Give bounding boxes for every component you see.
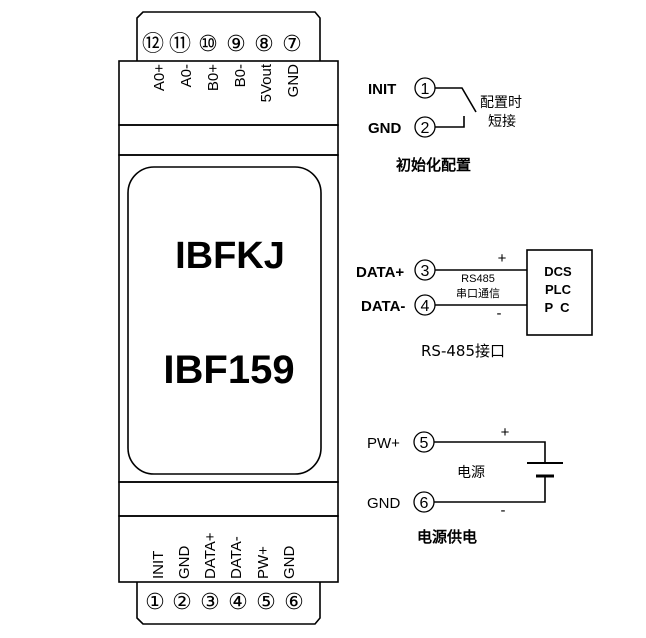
terminal-9: ⑨ (226, 31, 246, 56)
model-number: IBF159 (163, 348, 294, 392)
gnd-pin-label-init: GND (368, 120, 402, 137)
top-terminal-numbers: ⑫ ⑪ ⑩ ⑨ ⑧ ⑦ (142, 31, 302, 56)
pin-label-gnd-6: GND (281, 546, 298, 580)
front-face (127, 166, 322, 475)
pin-label-data-plus: DATA+ (202, 532, 219, 579)
init-config-section: INIT 1 GND 2 配置时 短接 初始化配置 (368, 77, 522, 174)
pin-label-a0-plus: A0+ (151, 64, 168, 91)
host-device-box (526, 249, 593, 336)
terminal-8: ⑧ (254, 31, 274, 56)
rs485-caption: RS-485接口 (421, 342, 505, 360)
bottom-rail-band (118, 481, 339, 517)
switch-contact (435, 116, 465, 128)
rs485-section: DATA+ 3 DATA- 4 + - RS485 串口通信 DCS PLC P… (356, 249, 593, 360)
terminal-5: ⑤ (256, 589, 276, 614)
bottom-terminal-numbers: ① ② ③ ④ ⑤ ⑥ (145, 589, 304, 614)
pin-label-pw-plus: PW+ (255, 546, 272, 579)
host-device-dcs: DCS (544, 264, 572, 279)
pin-2-number: 2 (421, 120, 430, 137)
pin-label-5vout: 5Vout (258, 63, 275, 102)
power-positive-wire (434, 441, 546, 463)
terminal-2: ② (172, 589, 192, 614)
terminal-12: ⑫ (142, 31, 164, 56)
power-plus-sign: + (501, 424, 510, 441)
pin-1-number: 1 (421, 81, 430, 98)
pin-label-b0-plus: B0+ (205, 64, 222, 91)
top-terminal-block (136, 11, 321, 61)
gnd-pin-label-power: GND (367, 495, 401, 512)
brand-logo-text: IBFKJ (175, 235, 285, 277)
rs485-wire-label-line1: RS485 (461, 273, 495, 285)
bottom-label-panel (118, 515, 339, 583)
power-source-label: 电源 (457, 465, 485, 481)
terminal-3: ③ (200, 589, 220, 614)
power-caption: 电源供电 (417, 528, 477, 546)
config-note-line2: 短接 (488, 113, 516, 130)
init-config-caption: 初始化配置 (396, 156, 471, 174)
pin-6-number: 6 (420, 495, 429, 512)
power-minus-sign: - (501, 502, 506, 519)
power-section: PW+ 5 GND 6 + - 电源 电源供电 (367, 424, 563, 546)
rs485-wire-label-line2: 串口通信 (456, 287, 500, 300)
rs485-minus-sign: - (497, 305, 502, 322)
config-note-line1: 配置时 (480, 95, 522, 111)
pin-3-number: 3 (421, 263, 430, 280)
pin-5-number: 5 (420, 435, 429, 452)
terminal-7: ⑦ (282, 31, 302, 56)
pin-label-init: INIT (150, 551, 167, 579)
pin-label-data-minus: DATA- (228, 536, 245, 579)
terminal-1: ① (145, 589, 165, 614)
init-pin-label: INIT (368, 81, 396, 98)
terminal-4: ④ (228, 589, 248, 614)
power-negative-wire (434, 476, 546, 503)
terminal-6: ⑥ (284, 589, 304, 614)
bottom-pin-labels: INIT GND DATA+ DATA- PW+ GND (150, 532, 298, 579)
terminal-11: ⑪ (169, 31, 191, 56)
pin-label-gnd-2: GND (176, 546, 193, 580)
pin-label-a0-minus: A0- (178, 64, 195, 87)
pin-4-number: 4 (421, 298, 430, 315)
host-device-plc: PLC (545, 282, 572, 297)
data-minus-label: DATA- (361, 298, 405, 315)
pin-label-b0-minus: B0- (232, 64, 249, 87)
rs485-plus-sign: + (498, 250, 507, 267)
data-plus-label: DATA+ (356, 264, 404, 281)
pin-label-gnd-7: GND (285, 64, 302, 98)
main-body (118, 154, 339, 483)
host-device-pc: P C (544, 300, 570, 315)
switch-arm (435, 87, 477, 113)
terminal-10: ⑩ (198, 31, 218, 56)
module-housing (118, 11, 339, 625)
top-rail-band (118, 124, 339, 156)
pw-plus-label: PW+ (367, 435, 400, 452)
bottom-terminal-block (136, 582, 321, 625)
top-pin-labels: A0+ A0- B0+ B0- 5Vout GND (151, 63, 302, 102)
